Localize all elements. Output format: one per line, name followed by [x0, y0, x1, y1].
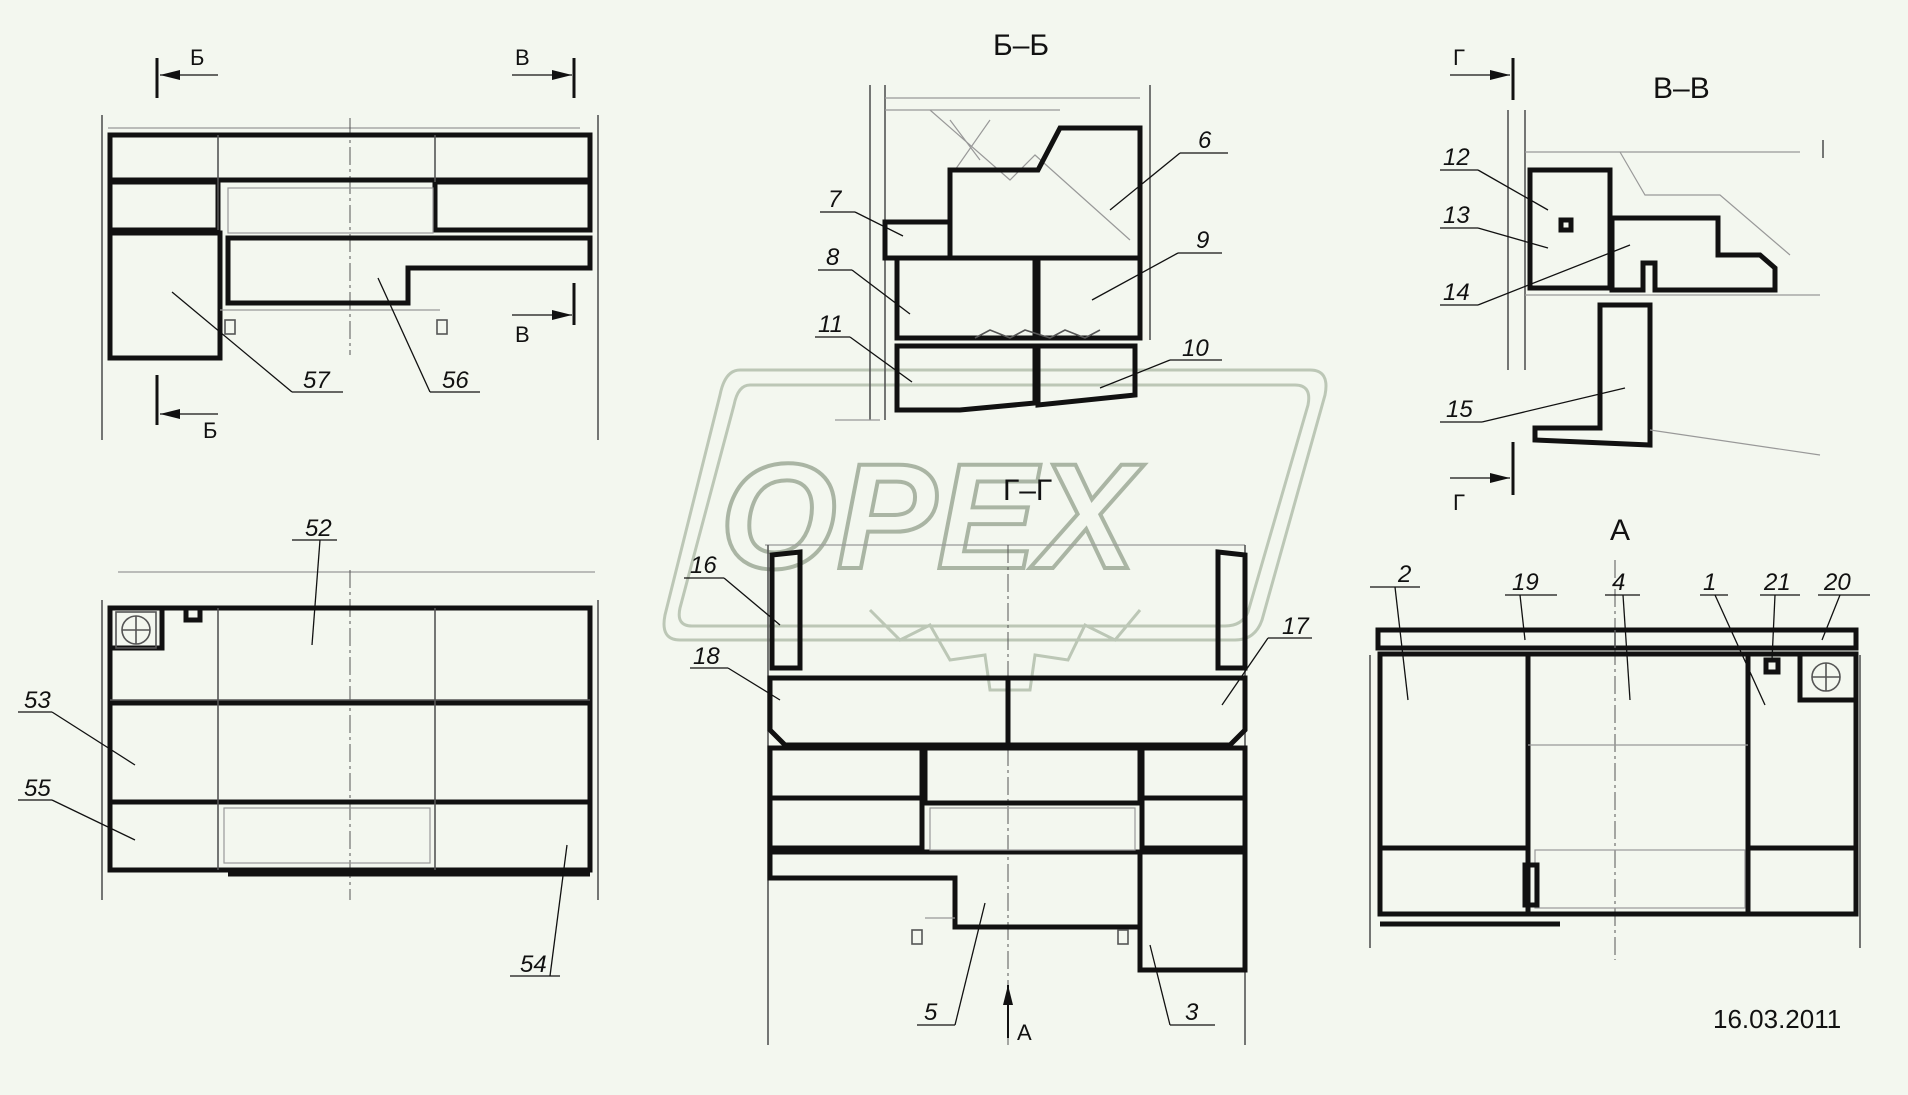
part-label-53: 53: [24, 687, 51, 714]
cut-label-g-bottom: Г: [1453, 490, 1465, 515]
part-label-55: 55: [24, 775, 51, 802]
part-label-3: 3: [1185, 999, 1199, 1026]
part-label-8: 8: [826, 244, 840, 271]
view-top-left: Б Б В В 57 56: [101, 45, 599, 443]
section-bb: Б–Б 7 8 6 9 10 11: [815, 29, 1228, 421]
watermark: OPEX: [662, 368, 1328, 692]
part-label-19: 19: [1512, 569, 1539, 596]
part-label-54: 54: [520, 951, 547, 978]
section-title-vv: В–В: [1653, 72, 1710, 105]
part-label-18: 18: [693, 643, 720, 670]
section-title-bb: Б–Б: [993, 29, 1049, 62]
part-label-57: 57: [303, 367, 331, 394]
part-label-21: 21: [1763, 569, 1791, 596]
cut-label-b-bottom: Б: [203, 418, 217, 443]
cut-label-g-top: Г: [1453, 45, 1465, 70]
part-label-56: 56: [442, 367, 469, 394]
section-title-gg: Г–Г: [1003, 474, 1052, 507]
cut-label-v-bottom: В: [515, 322, 530, 347]
part-label-11: 11: [818, 311, 843, 338]
part-label-12: 12: [1443, 144, 1470, 171]
view-bottom-left: 52 53 55 54: [18, 515, 599, 978]
part-label-4: 4: [1612, 569, 1625, 596]
part-label-13: 13: [1443, 202, 1470, 229]
part-label-2: 2: [1397, 561, 1411, 588]
section-gg: Г–Г А 16 18 17 5: [684, 474, 1312, 1045]
part-label-14: 14: [1443, 279, 1470, 306]
part-label-17: 17: [1282, 613, 1310, 640]
part-label-16: 16: [690, 552, 717, 579]
view-arrow-label-a: А: [1017, 1020, 1032, 1045]
cut-label-b-top: Б: [190, 45, 204, 70]
part-label-20: 20: [1823, 569, 1851, 596]
part-label-5: 5: [924, 999, 938, 1026]
part-label-10: 10: [1182, 335, 1209, 362]
view-title-a: А: [1610, 514, 1630, 547]
part-label-6: 6: [1198, 127, 1212, 154]
drawing-date: 16.03.2011: [1713, 1004, 1841, 1034]
watermark-text: OPEX: [720, 432, 1145, 600]
part-label-1: 1: [1703, 569, 1716, 596]
part-label-15: 15: [1446, 396, 1473, 423]
cut-label-v-top: В: [515, 45, 530, 70]
section-vv: В–В Г Г 12 13 14 15: [1440, 45, 1824, 515]
view-a: А 2 19 4 1 21 20: [1369, 514, 1870, 960]
part-label-9: 9: [1196, 227, 1209, 254]
part-label-7: 7: [828, 186, 843, 213]
part-label-52: 52: [305, 515, 332, 542]
